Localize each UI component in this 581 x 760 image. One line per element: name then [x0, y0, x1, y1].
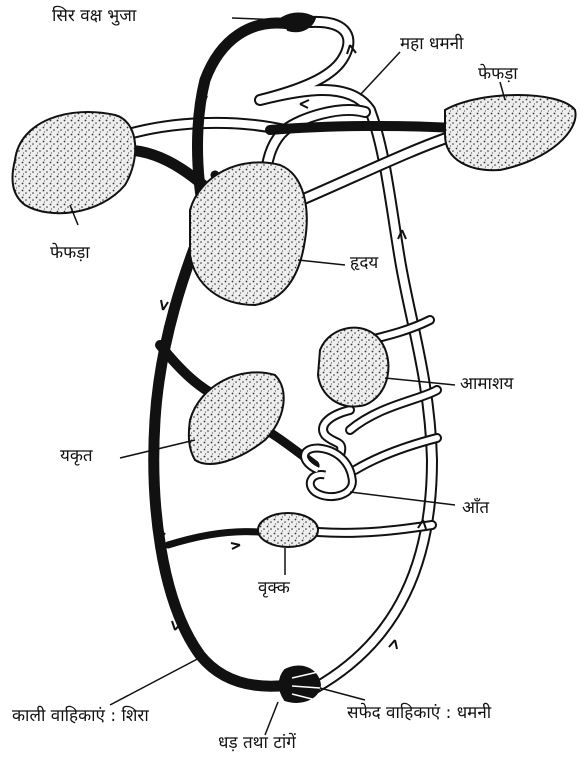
label-white-vessels: सफेद वाहिकाएं : धमनी — [347, 705, 491, 722]
label-liver: यकृत — [60, 448, 93, 465]
head-capillary-bed — [282, 14, 315, 32]
label-torso-legs: धड़ तथा टांगें — [218, 735, 296, 752]
lung-left-shape — [12, 112, 135, 213]
stomach-shape — [318, 328, 388, 407]
label-kidney: वृक्क — [258, 580, 290, 597]
label-intestine: आँत — [462, 500, 489, 517]
lung-right-shape — [445, 95, 576, 170]
label-heart: हृदय — [350, 255, 378, 272]
label-stomach: आमाशय — [460, 376, 513, 393]
label-aorta: महा धमनी — [400, 36, 463, 53]
label-lung-right: फेफड़ा — [478, 66, 518, 83]
label-dark-vessels: काली वाहिकाएं : शिरा — [12, 708, 149, 725]
label-head-chest-arms: सिर वक्ष भुजा — [52, 8, 136, 25]
heart-shape — [190, 162, 307, 305]
label-lung-left: फेफड़ा — [50, 245, 90, 262]
kidney-shape — [258, 513, 318, 547]
organs — [12, 14, 575, 702]
